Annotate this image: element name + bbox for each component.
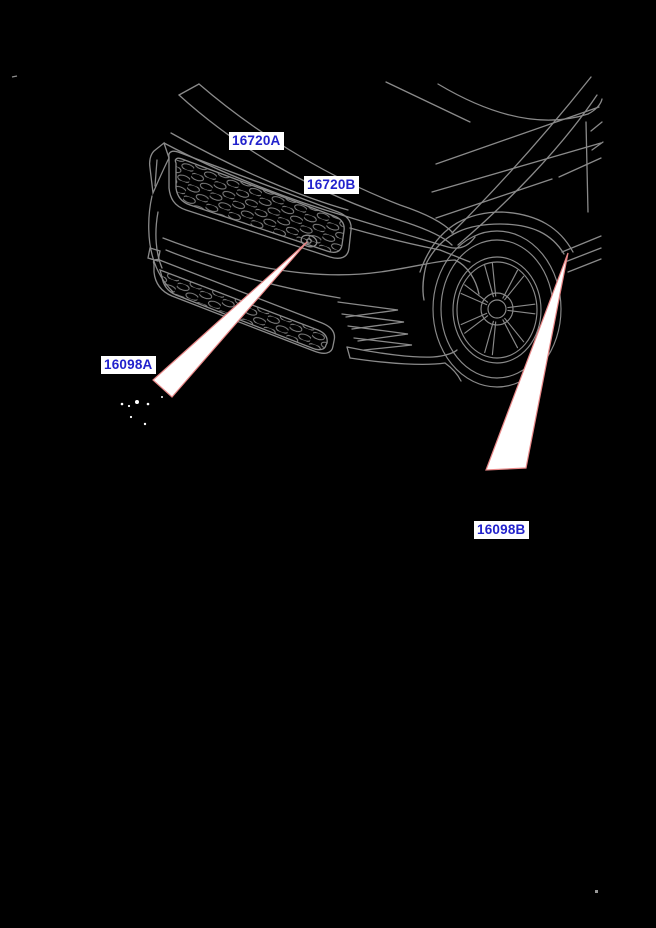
part-label-16098b[interactable]: 16098B — [474, 521, 529, 539]
front-grille — [168, 150, 352, 259]
grille-camera-unit — [300, 234, 318, 248]
part-label-16098a[interactable]: 16098A — [101, 356, 156, 374]
windshield-pillar-lines — [385, 76, 604, 246]
page-marks — [11, 75, 598, 893]
headlamp-right — [344, 215, 476, 263]
grille-mesh — [174, 157, 345, 253]
callout-wedge-16098a — [152, 241, 308, 398]
callout-wedges — [152, 241, 569, 471]
grille-camera-lens — [306, 238, 312, 244]
wheel-arch — [419, 211, 574, 301]
bumper-vent-and-lip — [337, 301, 462, 382]
part-fragment-dots — [120, 396, 163, 426]
callout-wedge-16098b — [485, 252, 569, 471]
front-bumper — [162, 237, 480, 299]
part-label-16720b[interactable]: 16720B — [304, 176, 359, 194]
tick-mark — [11, 75, 18, 78]
sill-lines — [561, 235, 602, 273]
wheel-spokes — [460, 262, 536, 356]
page-dot — [595, 890, 598, 893]
part-label-16720a[interactable]: 16720A — [229, 132, 284, 150]
